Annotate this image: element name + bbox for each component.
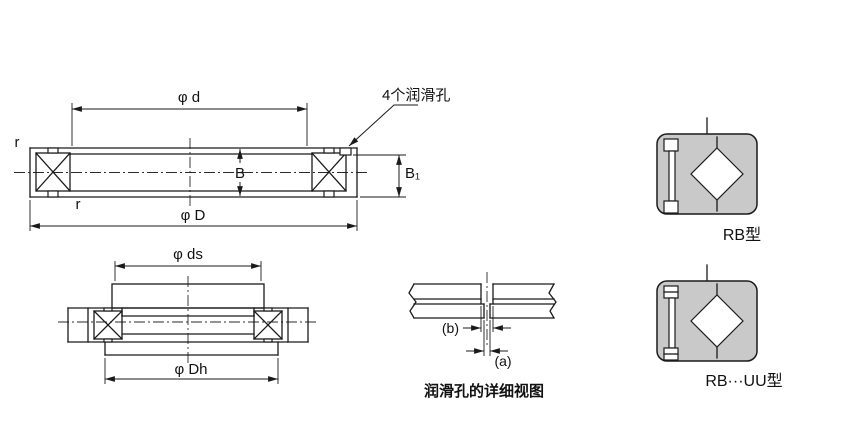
rb-uu-type-section: RB···UU型 — [656, 264, 783, 390]
dim-b-label: (b) — [442, 320, 459, 336]
rb-uu-type-label: RB···UU型 — [705, 372, 782, 390]
hole-profile — [480, 283, 494, 319]
break-line-left — [408, 283, 417, 319]
lube-holes-callout: 4个润滑孔 — [348, 87, 450, 147]
rb-uu-seal-marks — [663, 291, 679, 355]
mount-left-roller-section — [93, 307, 123, 343]
dim-B-label: B — [235, 165, 245, 182]
dim-phi-ds-label: φ ds — [173, 246, 203, 263]
right-roller-top-notch — [323, 147, 335, 154]
rb-bolt-hole — [663, 138, 679, 214]
mounting-section-view: φ ds φ Dh — [58, 246, 318, 384]
rb-roller-diamond — [690, 147, 744, 201]
rb-type-label: RB型 — [723, 226, 761, 244]
lube-hole-detail-view: (b) (a) 润滑孔的详细视图 — [408, 272, 557, 400]
dim-phi-Dh: φ Dh — [104, 358, 279, 384]
lube-leader-arrow — [348, 104, 418, 147]
detail-ring-section — [408, 283, 557, 319]
left-roller-top-notch — [47, 147, 59, 154]
dim-a-label: (a) — [494, 353, 511, 369]
detail-caption: 润滑孔的详细视图 — [424, 382, 544, 400]
mounted-bearing — [87, 307, 289, 343]
right-roller-section — [311, 147, 347, 198]
dim-phi-Dh-label: φ Dh — [174, 361, 207, 378]
rb-type-section: RB型 — [656, 117, 761, 244]
dim-phi-D-label: φ D — [181, 207, 206, 224]
fillet-r-top-label: r — [15, 134, 20, 151]
left-roller-bottom-notch — [47, 190, 59, 198]
dim-a: (a) — [466, 320, 512, 369]
right-roller-bottom-notch — [323, 190, 335, 198]
dim-phi-d: φ d — [71, 89, 308, 146]
lubrication-hole — [339, 147, 352, 156]
lube-holes-note: 4个润滑孔 — [382, 87, 450, 104]
dim-B1: B₁ — [353, 154, 420, 198]
outer-ring-outline — [29, 147, 358, 198]
dim-B: B — [235, 149, 245, 196]
main-section-view: φ d φ D B B₁ r r 4个润滑孔 — [14, 87, 450, 231]
dim-phi-D: φ D — [29, 200, 358, 231]
mount-right-roller-section — [253, 307, 283, 343]
dim-phi-ds: φ ds — [114, 246, 262, 281]
dim-b: (b) — [442, 306, 511, 336]
dim-B1-label: B₁ — [405, 165, 420, 182]
break-line-right — [548, 283, 557, 319]
dim-phi-d-label: φ d — [178, 89, 200, 106]
left-roller-section — [35, 147, 71, 198]
fillet-r-bottom-label: r — [76, 196, 81, 213]
rb-uu-roller-diamond — [690, 294, 744, 348]
